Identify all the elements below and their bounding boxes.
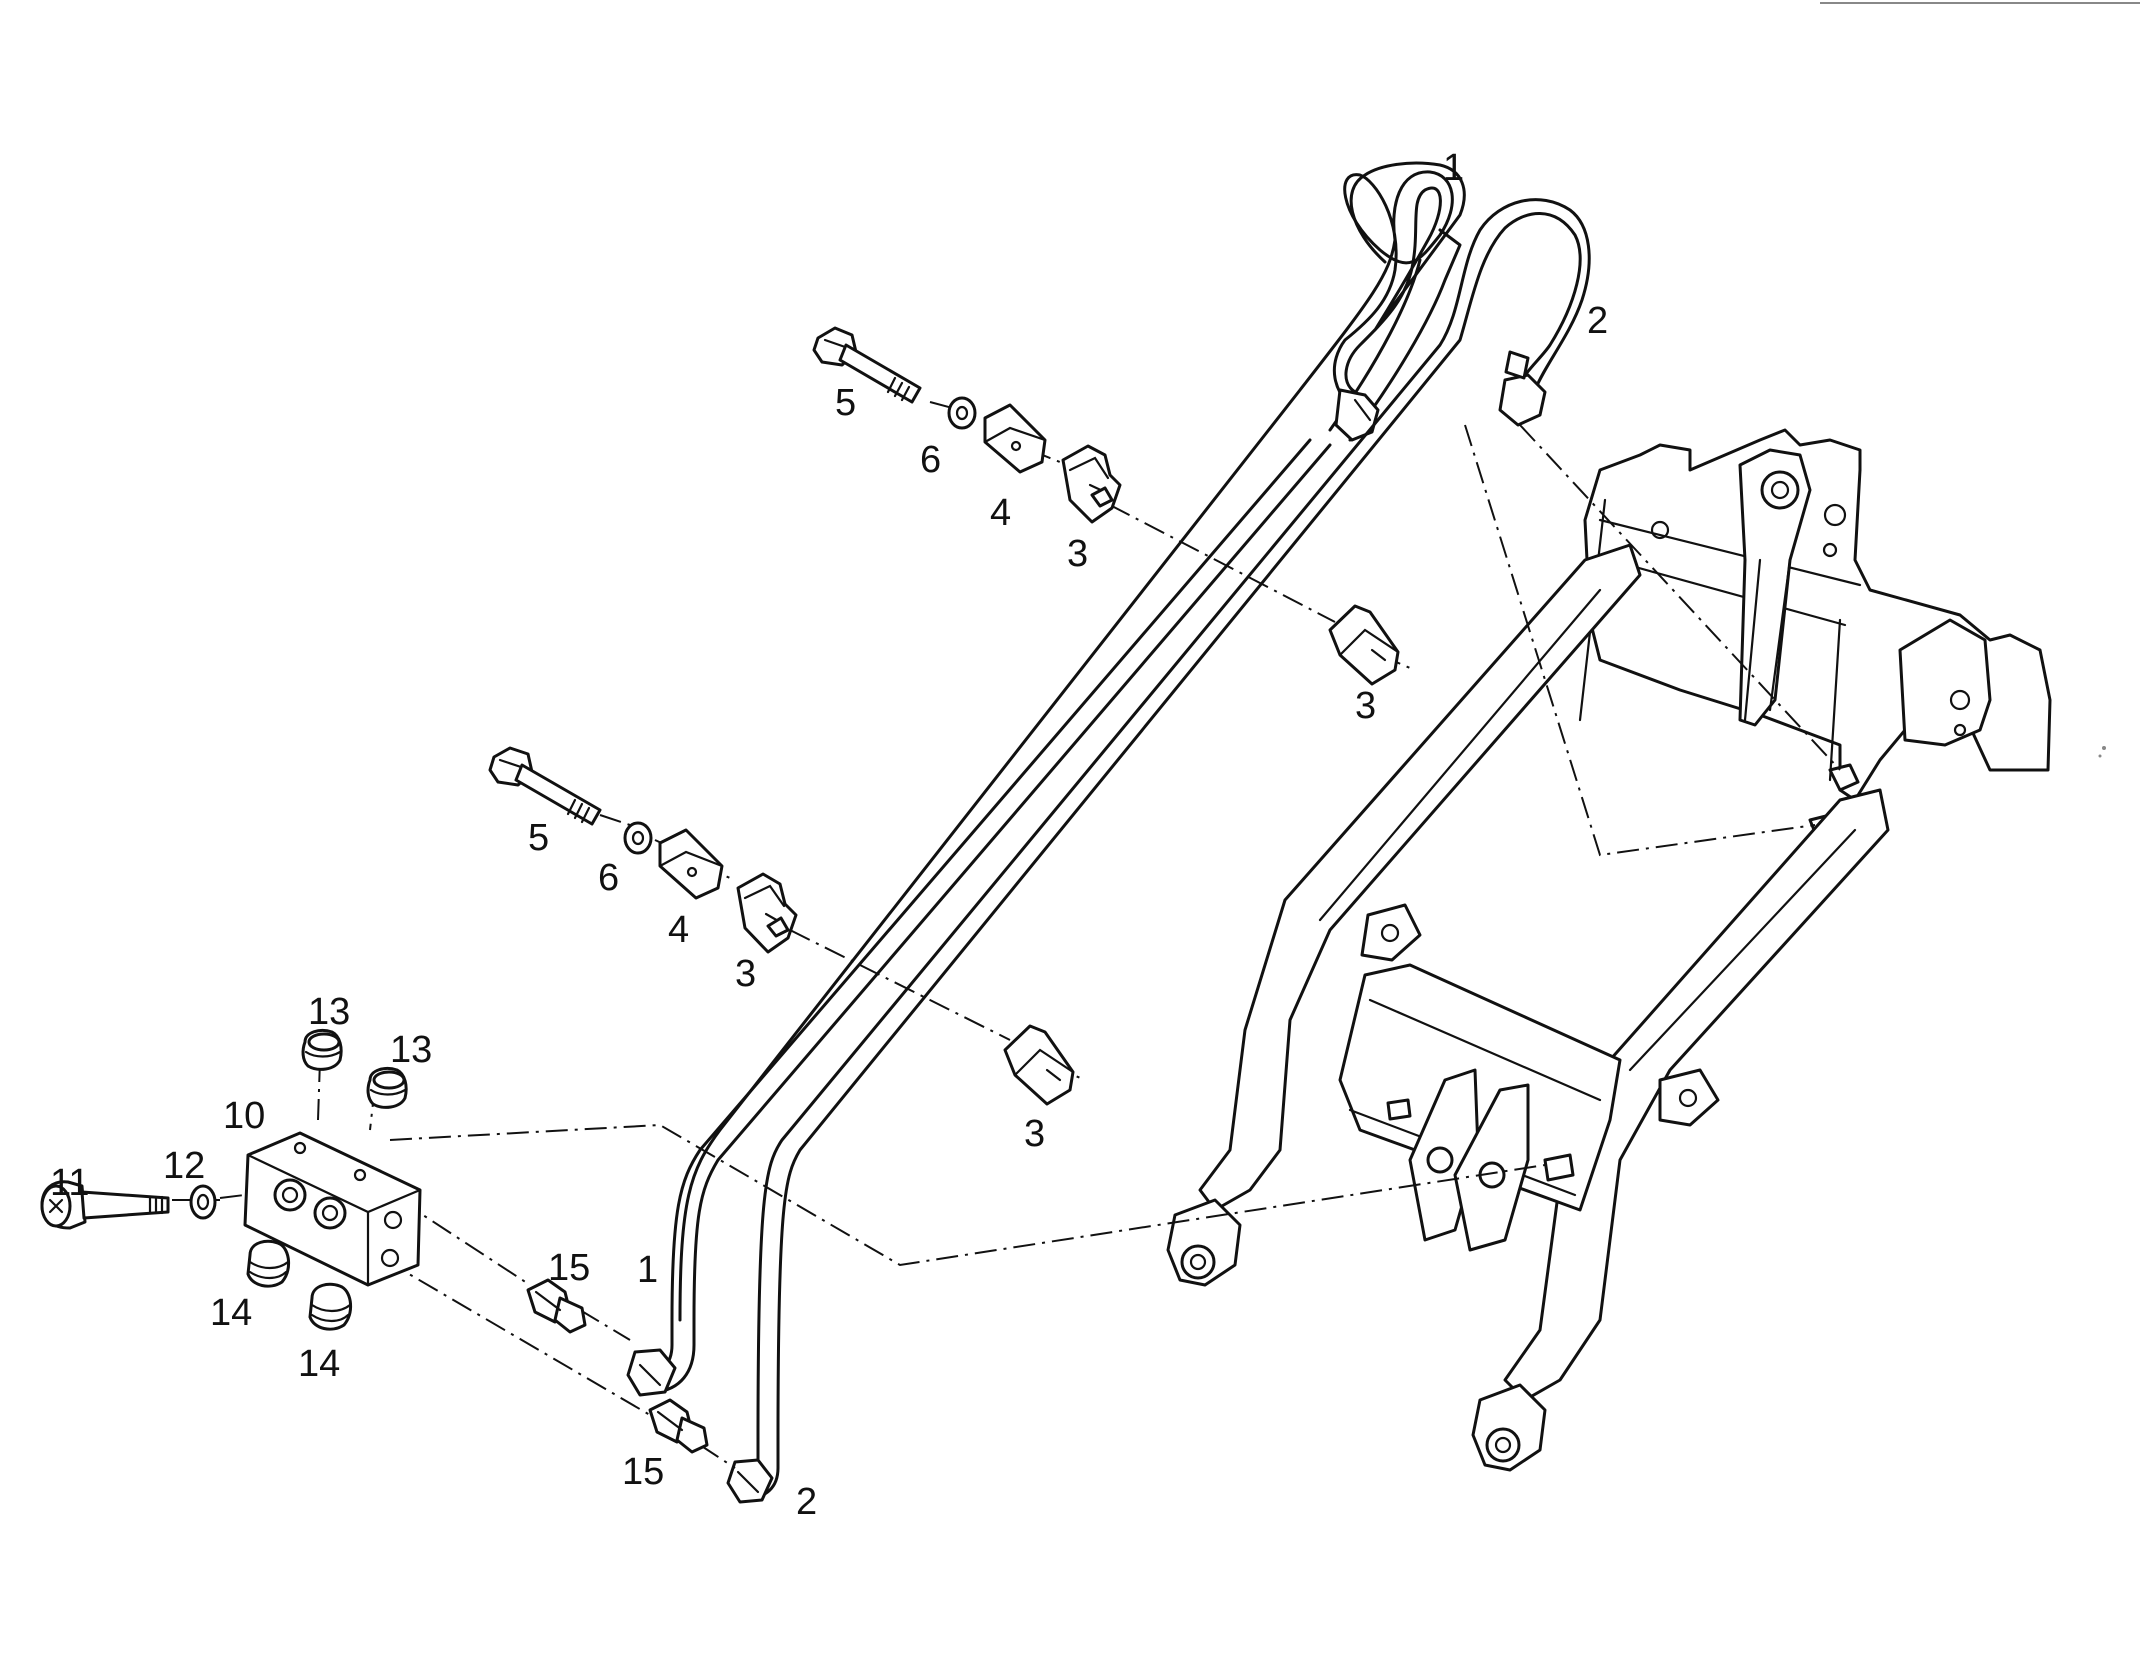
clamp-3-upper-rear — [1328, 604, 1400, 686]
callout-clamp-3-upper: 3 — [1067, 533, 1088, 575]
plate-4-lower — [658, 828, 724, 900]
lower-clamp-set — [488, 746, 1075, 1106]
block-10 — [243, 1131, 422, 1287]
manifold-block-assembly — [40, 1028, 709, 1454]
plug-13-left — [301, 1028, 343, 1071]
screw-11 — [40, 1180, 170, 1230]
callout-clamp-3-lower-rear: 3 — [1024, 1113, 1045, 1155]
hydraulic-tube-1 — [626, 161, 1466, 1397]
callout-plug-13-right: 13 — [390, 1029, 432, 1071]
fitting-15-upper — [526, 1278, 587, 1334]
washer-6-lower — [623, 821, 653, 855]
clamp-3-lower-rear — [1003, 1024, 1075, 1106]
callout-fitting-15-upper: 15 — [548, 1247, 590, 1289]
plug-13-right — [366, 1066, 408, 1109]
callout-numbers: 1 2 5 6 4 3 3 5 6 4 3 3 13 13 10 11 12 1… — [50, 147, 1608, 1523]
washer-12 — [189, 1184, 217, 1220]
clamp-3-lower — [736, 872, 798, 954]
callout-clamp-3-upper-rear: 3 — [1355, 685, 1376, 727]
callout-screw-11: 11 — [50, 1162, 89, 1204]
scan-noise — [1820, 2, 2140, 758]
callout-plate-4-lower: 4 — [668, 909, 689, 951]
callout-bolt-5-upper: 5 — [835, 382, 856, 424]
callout-block-10: 10 — [223, 1095, 265, 1137]
callout-plate-4-upper: 4 — [990, 492, 1011, 534]
callout-bolt-5-lower: 5 — [528, 817, 549, 859]
plug-14-right — [308, 1282, 352, 1331]
callout-fitting-15-lower: 15 — [622, 1451, 664, 1493]
bolt-5-lower — [488, 746, 602, 826]
callout-washer-12: 12 — [163, 1145, 205, 1187]
callout-washer-6-lower: 6 — [598, 857, 619, 899]
callout-clamp-3-lower: 3 — [735, 953, 756, 995]
clamp-3-upper — [1061, 444, 1122, 524]
callout-tube-2-bottom: 2 — [796, 1481, 817, 1523]
callout-plug-14-right: 14 — [298, 1343, 340, 1385]
fitting-15-lower — [648, 1398, 709, 1454]
plate-4-upper — [983, 403, 1047, 474]
callout-plug-14-left: 14 — [210, 1292, 252, 1334]
loader-boom-frame — [1166, 428, 2052, 1472]
plug-14-left — [246, 1239, 290, 1288]
callout-tube-2-top: 2 — [1587, 300, 1608, 342]
callout-washer-6-upper: 6 — [920, 439, 941, 481]
bolt-5-upper — [812, 326, 922, 404]
assembly-leader-lines — [172, 401, 1841, 1469]
callout-plug-13-left: 13 — [308, 991, 350, 1033]
washer-6-upper — [947, 396, 977, 430]
upper-clamp-set — [812, 326, 1400, 686]
callout-tube-1-top: 1 — [1443, 147, 1464, 189]
hydraulic-tube-2 — [726, 198, 1591, 1504]
callout-tube-1-bottom: 1 — [637, 1249, 658, 1291]
